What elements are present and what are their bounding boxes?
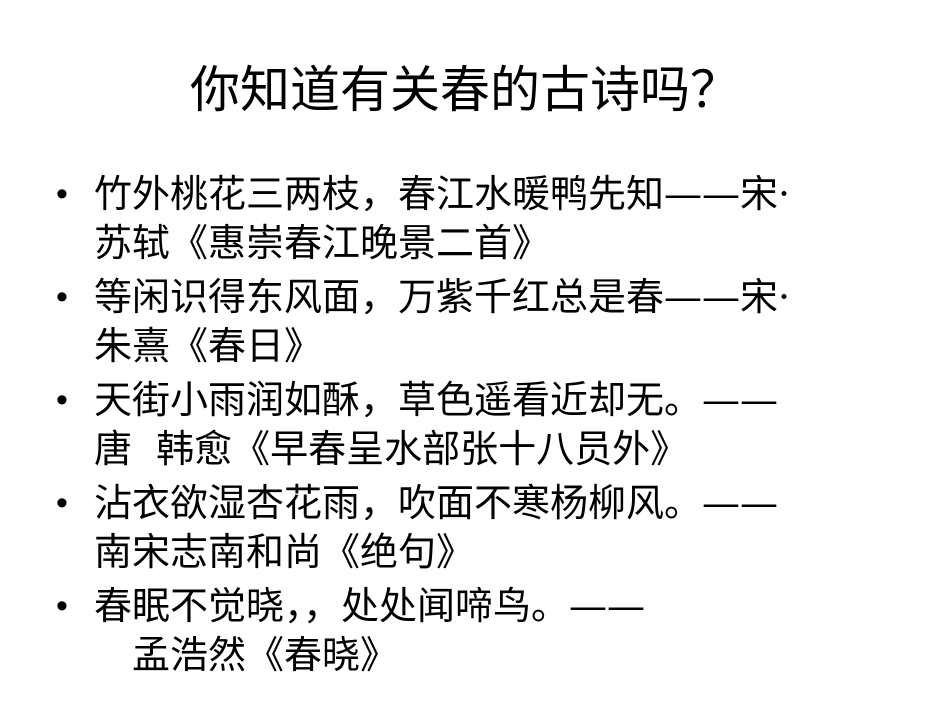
- list-item: • 等闲识得东风面，万紫千红总是春——宋· 朱熹《春日》: [56, 273, 936, 371]
- bullet-icon: •: [56, 175, 68, 213]
- list-item: • 竹外桃花三两枝，春江水暖鸭先知——宋· 苏轼《惠崇春江晚景二首》: [56, 170, 936, 268]
- poem-line: 春眠不觉晓，，处处闻啼鸟。——: [94, 584, 646, 628]
- poem-attribution: 南宋志南和尚《绝句》: [94, 530, 475, 574]
- bullet-icon: •: [56, 278, 68, 316]
- poem-line: 等闲识得东风面，万紫千红总是春——宋·: [94, 275, 791, 319]
- poem-attribution: 朱熹《春日》: [94, 324, 323, 368]
- poem-line: 沾衣欲湿杏花雨，吹面不寒杨柳风。——: [94, 481, 779, 525]
- poem-attribution: 苏轼《惠崇春江晚景二首》: [94, 221, 551, 265]
- poem-bullet-list: • 竹外桃花三两枝，春江水暖鸭先知——宋· 苏轼《惠崇春江晚景二首》 • 等闲识…: [56, 170, 936, 685]
- poem-line: 竹外桃花三两枝，春江水暖鸭先知——宋·: [94, 172, 791, 216]
- poem-line: 天街小雨润如酥，草色遥看近却无。——: [94, 378, 779, 422]
- bullet-icon: •: [56, 484, 68, 522]
- slide-title: 你知道有关春的古诗吗？: [190, 61, 740, 119]
- list-item: • 春眠不觉晓，，处处闻啼鸟。—— 孟浩然《春晓》: [56, 582, 936, 680]
- poem-attribution: 孟浩然《春晓》: [132, 633, 399, 677]
- list-item: • 天街小雨润如酥，草色遥看近却无。—— 唐 韩愈《早春呈水部张十八员外》: [56, 376, 936, 474]
- poem-attribution: 唐 韩愈《早春呈水部张十八员外》: [94, 427, 689, 471]
- list-item: • 沾衣欲湿杏花雨，吹面不寒杨柳风。—— 南宋志南和尚《绝句》: [56, 479, 936, 577]
- bullet-icon: •: [56, 381, 68, 419]
- bullet-icon: •: [56, 587, 68, 625]
